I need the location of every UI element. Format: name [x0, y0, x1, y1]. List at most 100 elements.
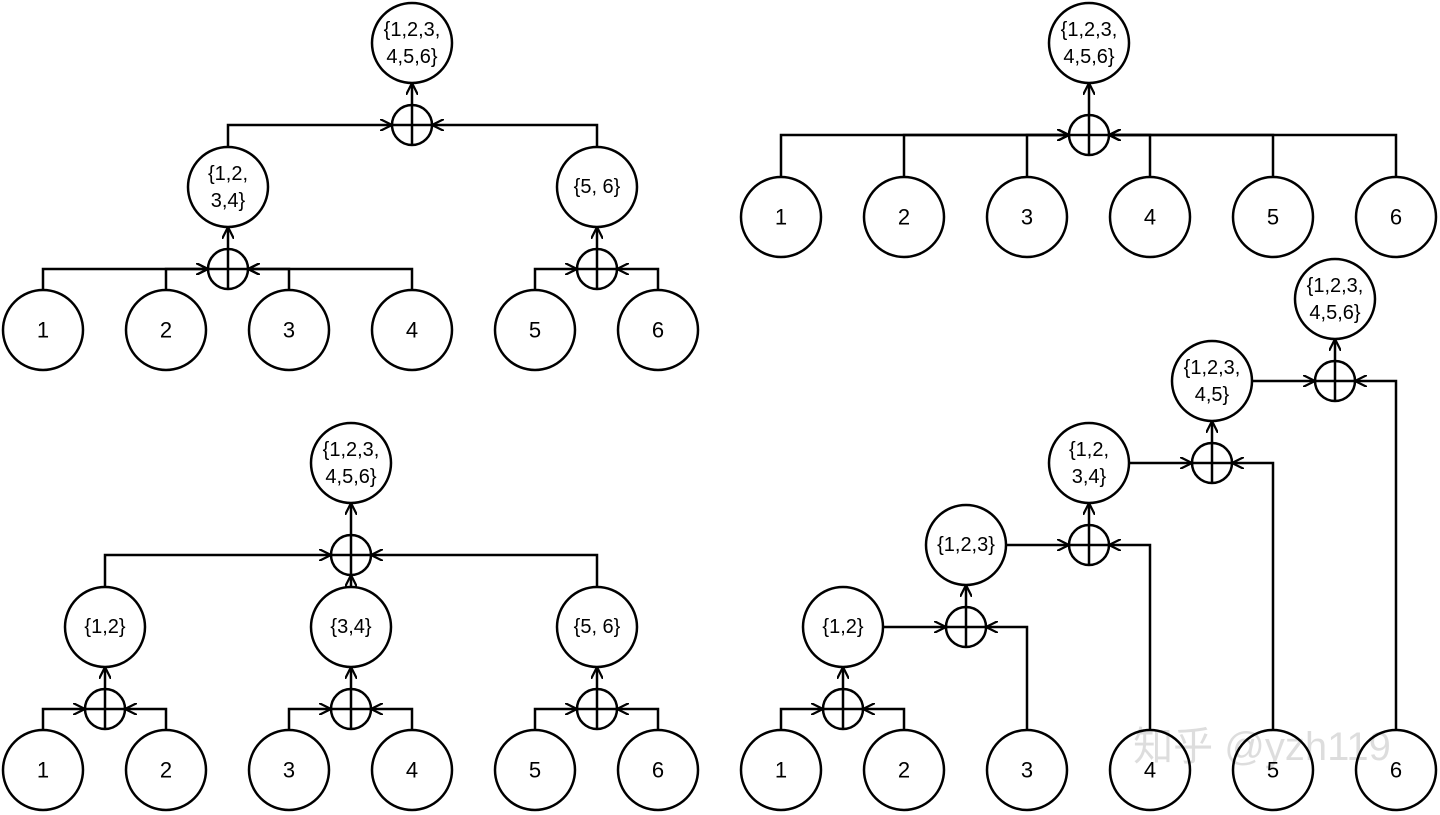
sum-operators [83, 103, 1357, 731]
edge-line [902, 135, 1069, 177]
svg-text:{5, 6}: {5, 6} [574, 616, 621, 638]
plus-operator [1067, 523, 1111, 567]
node-6: 6 [1354, 175, 1438, 259]
edge-line [1355, 381, 1398, 730]
edge-line [1109, 135, 1398, 177]
node-1: 1 [1, 728, 85, 812]
node-1: 1 [739, 175, 823, 259]
node-set-12: {1,2} [63, 585, 147, 669]
svg-text:{5, 6}: {5, 6} [574, 176, 621, 198]
svg-text:4: 4 [406, 318, 418, 343]
node-4: 4 [1108, 728, 1192, 812]
edge-line [617, 269, 660, 290]
svg-text:{1,2,: {1,2, [1069, 439, 1109, 461]
edge-line [617, 709, 660, 730]
node-3: 3 [247, 288, 331, 372]
edge-line [533, 709, 577, 730]
svg-text:1: 1 [775, 758, 787, 783]
svg-text:{1,2,3,: {1,2,3, [1184, 357, 1241, 379]
plus-operator [575, 687, 619, 731]
panel-bottom-right: 1 2 3 4 5 6 {1,2} {1,2,3} {1,2, 3,4} {1,… [739, 257, 1438, 812]
svg-text:6: 6 [1390, 205, 1402, 230]
node-4: 4 [1108, 175, 1192, 259]
edge-line [779, 709, 823, 730]
node-6: 6 [616, 288, 700, 372]
node-6: 6 [616, 728, 700, 812]
node-5: 5 [493, 288, 577, 372]
svg-text:6: 6 [652, 758, 664, 783]
svg-text:2: 2 [160, 318, 172, 343]
svg-text:3,4}: 3,4} [211, 190, 246, 212]
svg-text:5: 5 [1267, 205, 1279, 230]
node-set-34: {3,4} [309, 585, 393, 669]
plus-operator [1190, 441, 1234, 485]
node-5: 5 [1231, 175, 1315, 259]
edge-line [863, 709, 906, 730]
svg-text:{1,2,: {1,2, [208, 163, 248, 185]
node-3: 3 [247, 728, 331, 812]
node-1: 1 [1, 288, 85, 372]
edge-line [164, 269, 208, 290]
svg-text:{1,2,3,: {1,2,3, [323, 439, 380, 461]
edge-line [371, 709, 414, 730]
node-set-all: {1,2,3, 4,5,6} [370, 1, 454, 85]
panel-bottom-left: 1 2 3 4 5 6 {1,2} {3,4} {5, 6} {1,2,3, 4… [1, 421, 700, 812]
edge-line [226, 125, 392, 147]
svg-text:1: 1 [37, 758, 49, 783]
plus-operator [1313, 359, 1357, 403]
node-3: 3 [985, 728, 1069, 812]
node-set-56: {5, 6} [555, 585, 639, 669]
node-set-56: {5, 6} [555, 145, 639, 229]
node-5: 5 [1231, 728, 1315, 812]
node-4: 4 [370, 288, 454, 372]
svg-text:3: 3 [1021, 758, 1033, 783]
edge-line [986, 627, 1029, 730]
plus-operator [575, 247, 619, 291]
node-set-12345: {1,2,3, 4,5} [1170, 339, 1254, 423]
svg-text:1: 1 [37, 318, 49, 343]
svg-text:4,5,6}: 4,5,6} [386, 46, 437, 68]
svg-text:3,4}: 3,4} [1072, 466, 1107, 488]
node-set-all: {1,2,3, 4,5,6} [1293, 257, 1377, 341]
svg-text:1: 1 [775, 205, 787, 230]
edge-line [432, 125, 599, 147]
edge-line [1109, 135, 1152, 177]
svg-text:4: 4 [1144, 205, 1156, 230]
svg-text:3: 3 [1021, 205, 1033, 230]
svg-text:{1,2,3,: {1,2,3, [1307, 275, 1364, 297]
edge-line [1109, 135, 1275, 177]
svg-text:4: 4 [406, 758, 418, 783]
svg-text:6: 6 [652, 318, 664, 343]
svg-text:2: 2 [898, 758, 910, 783]
edge-line [248, 269, 291, 290]
edge-line [1232, 463, 1275, 730]
svg-text:{1,2,3}: {1,2,3} [937, 534, 995, 556]
svg-text:{1,2}: {1,2} [84, 616, 125, 638]
plus-operator [206, 247, 250, 291]
svg-text:{1,2,3,: {1,2,3, [384, 19, 441, 41]
panel-top-left: 1 2 3 4 5 6 {1,2, 3,4} {5, 6} {1,2,3, 4,… [1, 1, 700, 372]
node-set-all: {1,2,3, 4,5,6} [309, 421, 393, 505]
plus-operator [329, 533, 373, 577]
edge-line [533, 269, 577, 290]
node-5: 5 [493, 728, 577, 812]
svg-text:5: 5 [529, 318, 541, 343]
plus-operator [329, 687, 373, 731]
svg-text:{1,2}: {1,2} [822, 616, 863, 638]
plus-operator [83, 687, 127, 731]
node-1: 1 [739, 728, 823, 812]
svg-text:3: 3 [283, 758, 295, 783]
svg-text:3: 3 [283, 318, 295, 343]
edge-line [248, 269, 414, 290]
node-2: 2 [124, 288, 208, 372]
svg-text:4,5,6}: 4,5,6} [1309, 302, 1360, 324]
node-2: 2 [862, 175, 946, 259]
edges [41, 83, 1398, 730]
plus-operator [944, 605, 988, 649]
node-set-1234: {1,2, 3,4} [1047, 421, 1131, 505]
plus-operator [390, 103, 434, 147]
svg-text:{1,2,3,: {1,2,3, [1061, 19, 1118, 41]
node-set-12: {1,2} [801, 585, 885, 669]
node-2: 2 [124, 728, 208, 812]
